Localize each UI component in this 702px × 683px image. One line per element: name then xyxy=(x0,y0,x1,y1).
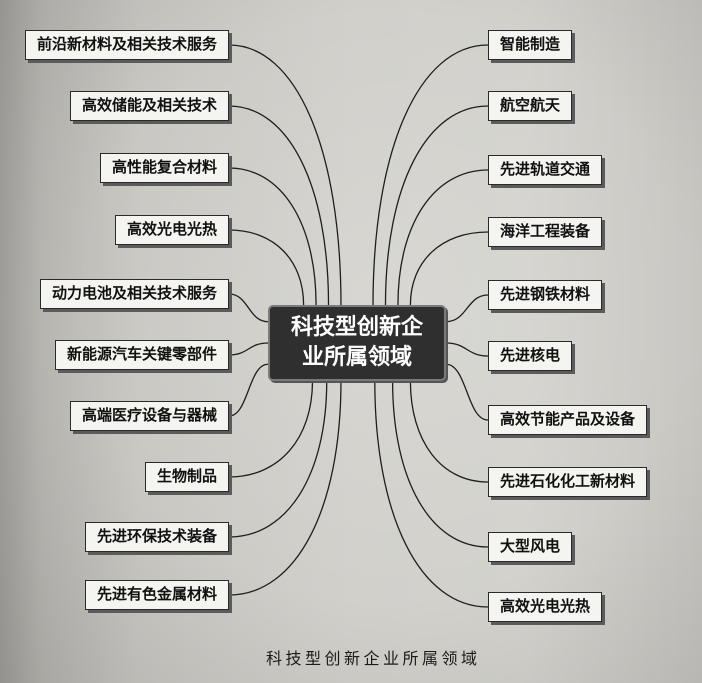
node-advanced-petrochemical-materials: 先进石化化工新材料 xyxy=(488,467,648,497)
connector-right-10 xyxy=(374,380,489,608)
node-nev-key-components: 新能源汽车关键零部件 xyxy=(54,340,229,370)
connector-left-8 xyxy=(228,380,314,478)
node-efficient-photovoltaic-thermal-right: 高效光电光热 xyxy=(488,592,603,622)
node-high-end-medical-devices: 高端医疗设备与器械 xyxy=(69,401,229,431)
connector-left-5 xyxy=(228,293,269,323)
central-node-label: 科技型创新企业所属领域 xyxy=(290,315,423,370)
node-advanced-nonferrous-metals: 先进有色金属材料 xyxy=(84,580,229,610)
connector-left-6 xyxy=(228,342,269,356)
connector-left-9 xyxy=(228,380,328,538)
node-efficient-energy-storage: 高效储能及相关技术 xyxy=(69,91,229,121)
connector-right-4 xyxy=(409,231,489,306)
node-advanced-rail-transit: 先进轨道交通 xyxy=(488,155,603,185)
node-advanced-nuclear-power: 先进核电 xyxy=(488,341,573,371)
central-node: 科技型创新企业所属领域 xyxy=(268,305,446,381)
connector-left-10 xyxy=(228,380,342,596)
connector-right-2 xyxy=(384,105,489,306)
node-high-performance-composites: 高性能复合材料 xyxy=(99,153,229,183)
connector-left-2 xyxy=(228,105,330,306)
connector-right-3 xyxy=(397,169,489,306)
connector-left-1 xyxy=(228,44,342,306)
node-power-battery-services: 动力电池及相关技术服务 xyxy=(39,279,229,309)
connector-right-5 xyxy=(445,294,489,323)
node-large-wind-power: 大型风电 xyxy=(488,532,573,562)
connector-right-8 xyxy=(409,380,489,483)
node-efficient-photovoltaic-thermal-left: 高效光电光热 xyxy=(114,215,229,245)
node-advanced-steel-materials: 先进钢铁材料 xyxy=(488,280,603,310)
connector-right-6 xyxy=(445,342,489,357)
node-energy-saving-products: 高效节能产品及设备 xyxy=(488,405,648,435)
figure-caption: 科技型创新企业所属领域 xyxy=(266,649,481,668)
connector-left-7 xyxy=(228,363,269,417)
connector-right-1 xyxy=(372,44,489,306)
connector-right-9 xyxy=(391,380,489,548)
node-marine-engineering-equipment: 海洋工程装备 xyxy=(488,217,603,247)
node-intelligent-manufacturing: 智能制造 xyxy=(488,30,573,60)
node-frontier-new-materials: 前沿新材料及相关技术服务 xyxy=(24,30,229,60)
node-aerospace: 航空航天 xyxy=(488,91,573,121)
connector-left-4 xyxy=(228,229,305,306)
node-biological-products: 生物制品 xyxy=(144,462,229,492)
connector-right-7 xyxy=(445,363,489,421)
node-advanced-environmental-equipment: 先进环保技术装备 xyxy=(84,522,229,552)
connector-left-3 xyxy=(228,167,317,306)
